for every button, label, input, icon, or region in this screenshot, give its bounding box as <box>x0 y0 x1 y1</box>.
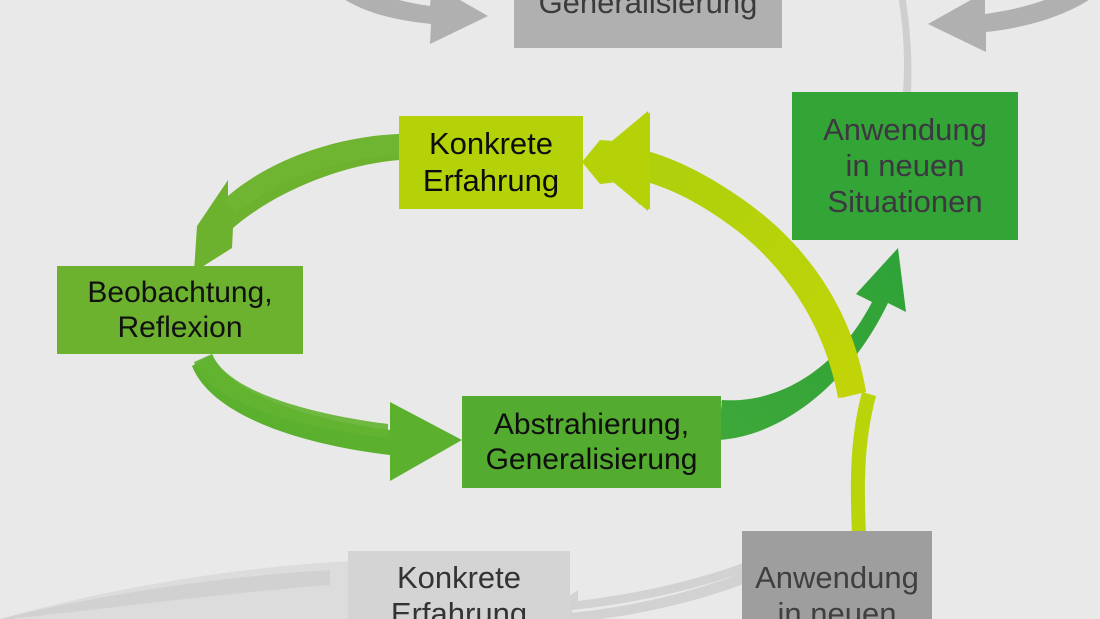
gray-node-generalisierung: Generalisierung <box>514 0 782 48</box>
gray-arrow-bottom-left-icon <box>0 561 352 619</box>
node-abstrahierung-generalisierung: Abstrahierung, Generalisierung <box>462 396 721 488</box>
gray-arrow-top-left-icon <box>345 0 488 44</box>
arrow-anwendung-to-konkrete-icon <box>582 111 876 534</box>
gray-arrow-top-right-icon <box>928 0 1089 52</box>
node-konkrete-erfahrung: Konkrete Erfahrung <box>399 116 583 209</box>
gray-node-anwendung-in-neuen-label: Anwendung in neuen <box>755 559 919 619</box>
gray-node-konkrete-erfahrung-label: Konkrete Erfahrung <box>390 559 528 619</box>
node-beobachtung-reflexion: Beobachtung, Reflexion <box>57 266 303 354</box>
gray-node-generalisierung-label: Generalisierung <box>538 0 758 20</box>
node-abstrahierung-generalisierung-label: Abstrahierung, Generalisierung <box>485 407 698 476</box>
gray-connector-line-icon <box>898 0 912 92</box>
arrow-konkrete-to-beobachtung-icon <box>194 134 400 272</box>
arrow-beobachtung-to-abstrahierung-icon <box>192 354 462 481</box>
node-konkrete-erfahrung-label: Konkrete Erfahrung <box>422 126 560 198</box>
node-beobachtung-reflexion-label: Beobachtung, Reflexion <box>87 275 273 344</box>
gray-node-anwendung-in-neuen: Anwendung in neuen <box>742 531 932 619</box>
node-anwendung-in-neuen-situationen: Anwendung in neuen Situationen <box>792 92 1018 240</box>
node-anwendung-in-neuen-situationen-label: Anwendung in neuen Situationen <box>823 111 987 220</box>
gray-node-konkrete-erfahrung: Konkrete Erfahrung <box>348 551 570 619</box>
